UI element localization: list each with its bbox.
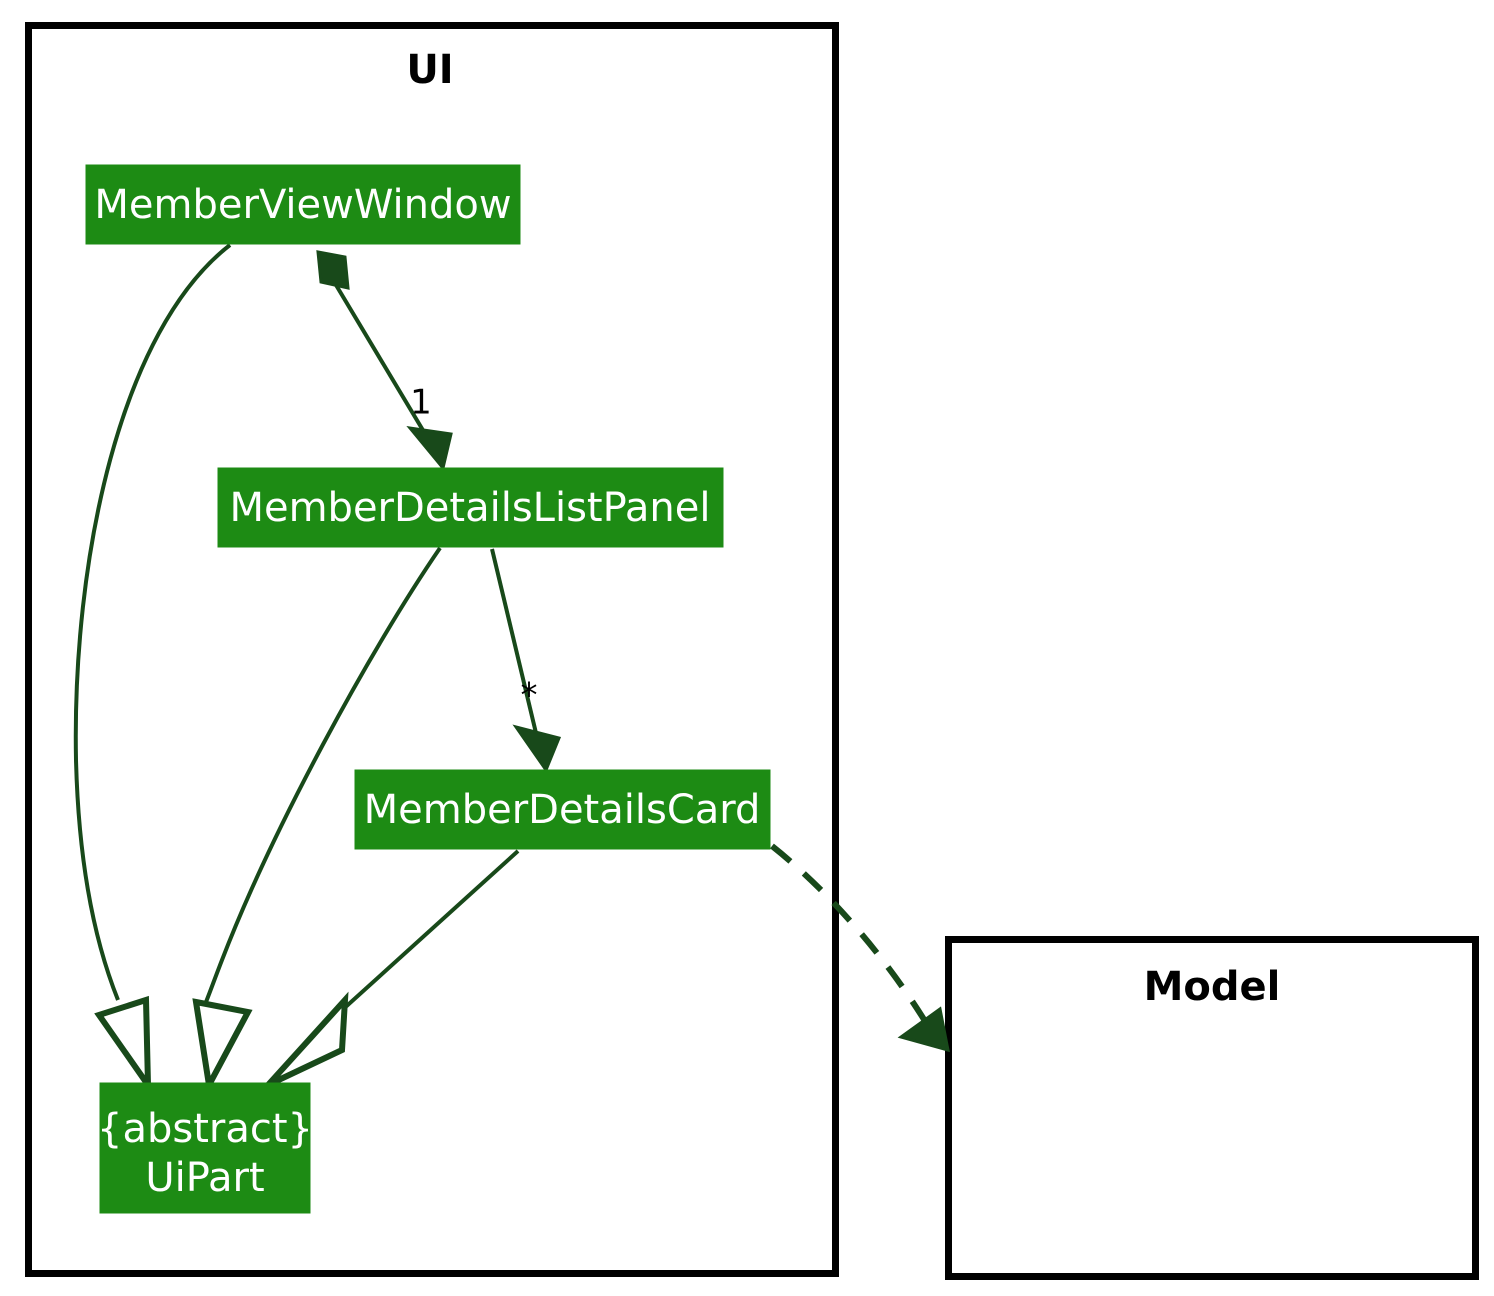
class-rect-memberdetailscard[interactable] (354, 769, 771, 850)
class-box-memberviewwindow[interactable]: MemberViewWindow (85, 164, 521, 245)
multiplicity-label-one: 1 (410, 383, 432, 423)
composition-diamond-mvw (316, 250, 350, 290)
generalization-arrowhead-mvw-uipart (94, 995, 152, 1095)
relation-memberviewwindow-extends-uipart (73, 243, 232, 1095)
class-box-memberdetailslistpanel[interactable]: MemberDetailsListPanel (217, 467, 724, 548)
class-rect-memberviewwindow[interactable] (85, 164, 521, 245)
class-label-memberviewwindow: MemberViewWindow (94, 182, 511, 228)
class-rect-uipart[interactable] (99, 1082, 311, 1214)
class-box-memberdetailscard[interactable]: MemberDetailsCard (354, 769, 771, 850)
relation-memberdetailscard-extends-uipart (265, 849, 520, 1088)
relation-memberdetailslistpanel-extends-uipart (192, 546, 442, 1095)
class-label-memberdetailslistpanel: MemberDetailsListPanel (229, 485, 710, 531)
class-rect-memberdetailslistpanel[interactable] (217, 467, 724, 548)
association-line-mdlp-mdc (490, 548, 543, 755)
relation-memberviewwindow-composes-memberdetailslistpanel: 1 (316, 250, 453, 472)
association-arrowhead-mdlp-mdc (512, 724, 562, 774)
composition-arrowhead-mvw-mdlp (406, 425, 453, 472)
package-model-title: Model (1144, 964, 1281, 1010)
class-box-uipart[interactable]: {abstract} UiPart (97, 1082, 313, 1214)
class-label-uipart-name: UiPart (145, 1155, 264, 1201)
relation-memberdetailslistpanel-to-memberdetailscard: * (490, 548, 562, 774)
package-ui-title: UI (406, 47, 453, 93)
generalization-arrowhead-mdlp-uipart (192, 998, 253, 1095)
composition-line-mvw-mdlp (334, 283, 438, 454)
dependency-arrowhead-mdc-model (897, 1006, 950, 1053)
package-model-border (945, 936, 1479, 1280)
package-model: Model (945, 936, 1479, 1280)
generalization-line-mvw-uipart (73, 243, 232, 1001)
multiplicity-label-star: * (521, 676, 538, 716)
generalization-line-mdc-uipart (338, 849, 520, 1014)
generalization-arrowhead-mdc-uipart (265, 991, 349, 1088)
class-label-uipart-stereotype: {abstract} (97, 1106, 313, 1152)
class-label-memberdetailscard: MemberDetailsCard (364, 787, 761, 833)
generalization-line-mdlp-uipart (204, 546, 442, 1003)
relation-memberdetailscard-depends-model (770, 843, 950, 1053)
